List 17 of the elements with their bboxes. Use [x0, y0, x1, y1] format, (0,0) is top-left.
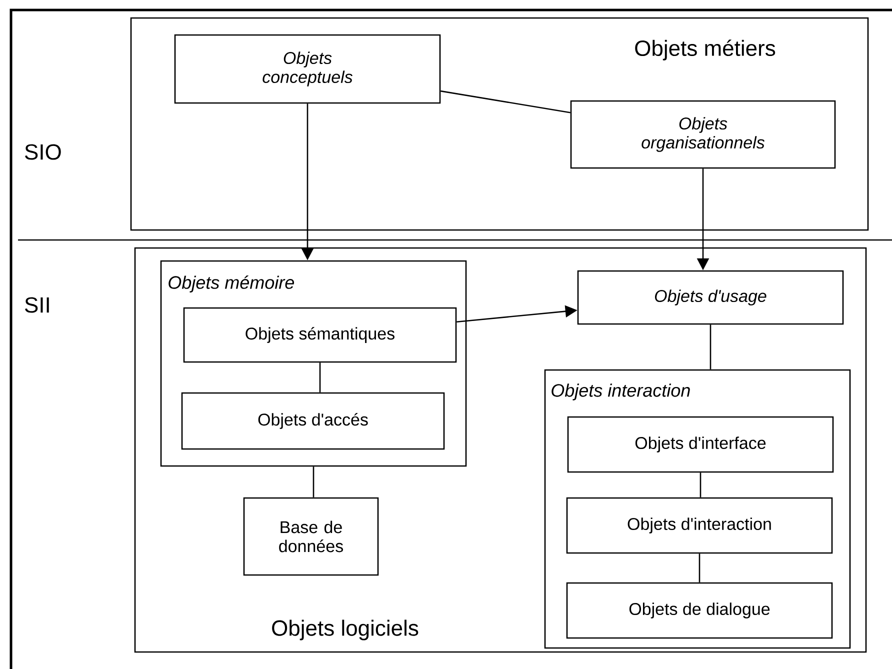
connector-line: [700, 472, 702, 498]
connector-line: [312, 466, 314, 498]
connector-line: [440, 90, 570, 114]
object-box: Objets organisationnels: [570, 100, 836, 169]
object-box: Objets d'interaction: [566, 497, 833, 554]
object-box: Objets de dialogue: [566, 582, 833, 639]
object-box: Objets d'accés: [181, 392, 445, 450]
layer-label: SII: [25, 297, 49, 313]
connector-line: [319, 362, 321, 392]
object-box: Objets conceptuels: [174, 34, 441, 104]
object-box: Base de données: [243, 497, 379, 576]
connector-line: [710, 324, 712, 370]
object-box: Objets sémantiques: [183, 307, 457, 363]
object-box: Objets d'usage: [577, 270, 844, 325]
layer-label: SIO: [25, 144, 61, 160]
connector-line: [698, 554, 700, 582]
object-box: Objets d'interface: [567, 416, 834, 473]
